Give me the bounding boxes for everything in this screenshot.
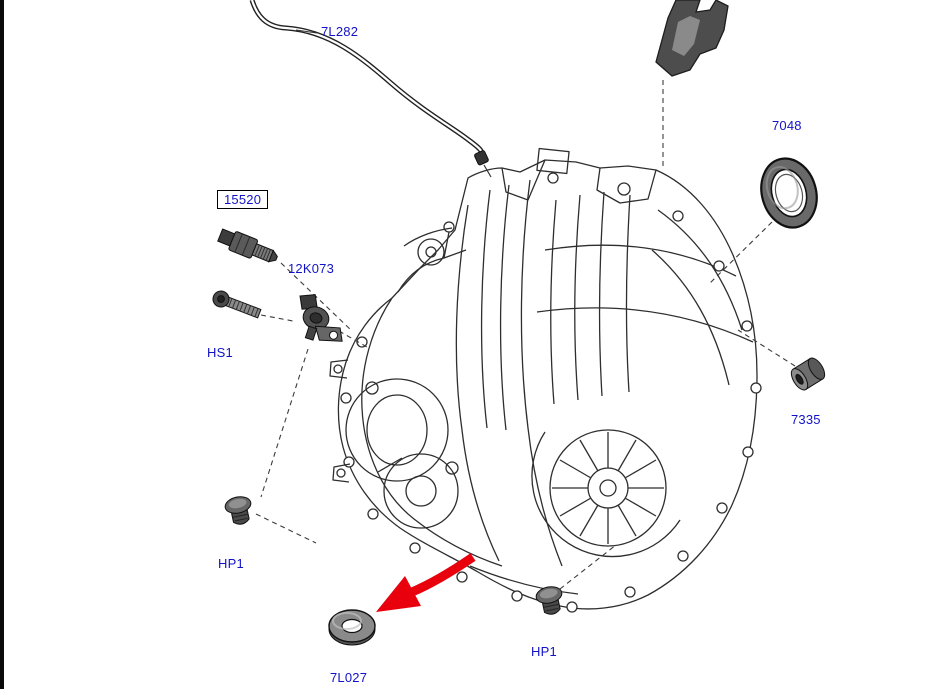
- sensor-12K073-drawing: [299, 294, 343, 342]
- part-label-7335[interactable]: 7335: [791, 412, 821, 427]
- breather-hose-drawing: [249, 0, 492, 178]
- transmission-assembly-drawing: [329, 147, 762, 613]
- seal-7048-drawing: [760, 157, 818, 229]
- part-label-7048[interactable]: 7048: [772, 118, 802, 133]
- plug-HP1-left-drawing: [223, 493, 256, 528]
- washer-7L027-drawing: [328, 609, 376, 646]
- red-arrow-icon: [376, 553, 476, 612]
- part-label-7L027[interactable]: 7L027: [330, 670, 368, 685]
- part-label-15520[interactable]: 15520: [217, 190, 269, 209]
- bushing-7335-drawing: [790, 357, 826, 391]
- mount-bracket-drawing: [655, 0, 729, 77]
- part-label-HS1[interactable]: HS1: [207, 345, 233, 360]
- part-label-HP1-left[interactable]: HP1: [218, 556, 244, 571]
- leader-lines: [255, 80, 796, 590]
- part-label-12K073[interactable]: 12K073: [288, 261, 335, 276]
- part-label-7L282[interactable]: 7L282: [321, 24, 359, 39]
- page-border-left: [0, 0, 4, 689]
- sensor-15520-drawing: [217, 228, 278, 263]
- part-label-HP1-bottom[interactable]: HP1: [531, 644, 557, 659]
- bolt-HS1-drawing: [212, 290, 262, 319]
